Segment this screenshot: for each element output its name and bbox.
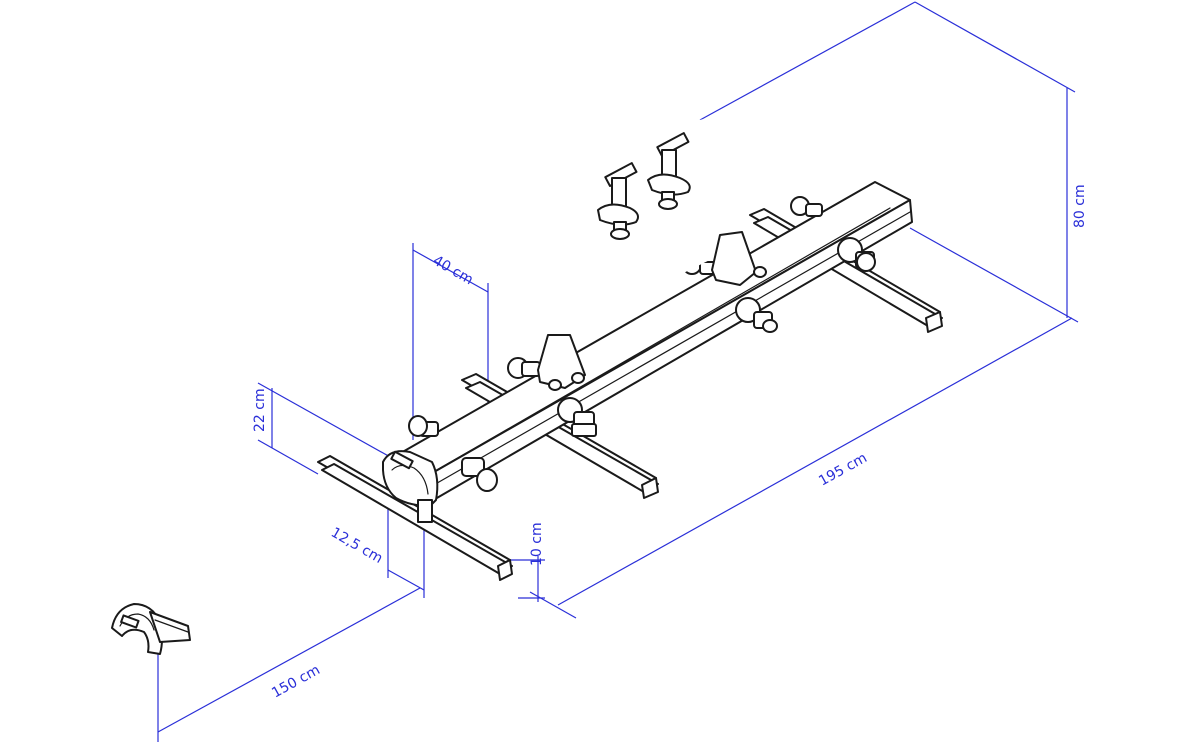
main-beam xyxy=(384,181,913,503)
logo-plate xyxy=(390,450,414,470)
knob-mid-4 xyxy=(735,297,778,333)
knobs xyxy=(408,196,876,492)
dimension-lines xyxy=(157,1,1079,742)
dim-195-line xyxy=(557,317,1073,606)
clamp-arm-right xyxy=(647,132,691,210)
dim-80-ext-bottom xyxy=(909,227,1079,323)
mounting-bracket-icon xyxy=(111,603,191,655)
clamp-arm-left xyxy=(597,162,639,240)
dim-125-line xyxy=(387,569,425,591)
knob-front-left xyxy=(408,415,439,437)
dim-80-ext-top xyxy=(914,1,1076,93)
end-bracket xyxy=(417,499,433,523)
dim-22-ext-top xyxy=(257,382,393,459)
label-22cm: 22 cm xyxy=(252,388,268,432)
label-80cm: 80 cm xyxy=(1072,184,1088,228)
dim-40-line xyxy=(412,249,489,293)
knob-rear-1 xyxy=(790,196,823,217)
arch-base-rear xyxy=(711,231,757,286)
label-12-5cm: 12,5 cm xyxy=(328,525,385,567)
arch xyxy=(537,118,767,391)
knob-mid-1 xyxy=(507,357,541,379)
beam-end-cap xyxy=(382,450,439,523)
label-10cm: 10 cm xyxy=(529,522,545,566)
dim-195-ext xyxy=(529,591,577,619)
dim-22-ext-bottom xyxy=(257,439,319,475)
label-150cm: 150 cm xyxy=(269,662,323,701)
knob-mid-2 xyxy=(557,397,597,437)
label-40cm: 40 cm xyxy=(430,253,476,289)
knob-front-right xyxy=(461,457,498,492)
knob-rear-2 xyxy=(837,237,876,272)
dim-150-line xyxy=(157,587,421,733)
dim-top-ext xyxy=(699,1,916,121)
